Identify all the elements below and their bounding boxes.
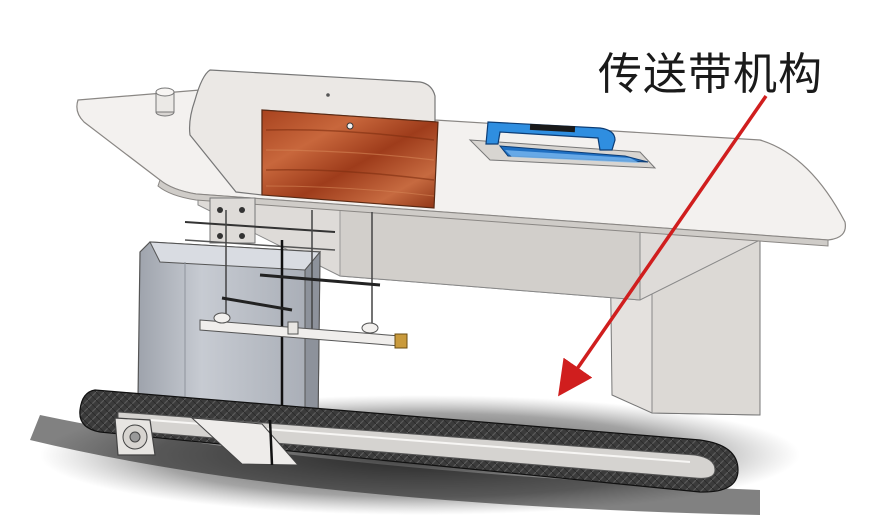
mounting-bracket bbox=[184, 197, 336, 251]
upper-housing bbox=[188, 69, 436, 196]
belt-motor bbox=[114, 417, 156, 456]
callout-arrow bbox=[558, 95, 768, 397]
floor-shadow-streak bbox=[30, 415, 760, 515]
horizontal-shaft bbox=[199, 312, 408, 349]
wooden-drawer bbox=[261, 109, 439, 209]
callout-label-conveyor-mechanism: 传送带机构 bbox=[598, 49, 823, 100]
drawer-lock bbox=[346, 122, 354, 130]
conveyor-belt bbox=[79, 389, 739, 493]
knob bbox=[155, 87, 175, 117]
drop-chute bbox=[190, 417, 300, 466]
blue-tray bbox=[468, 121, 657, 169]
